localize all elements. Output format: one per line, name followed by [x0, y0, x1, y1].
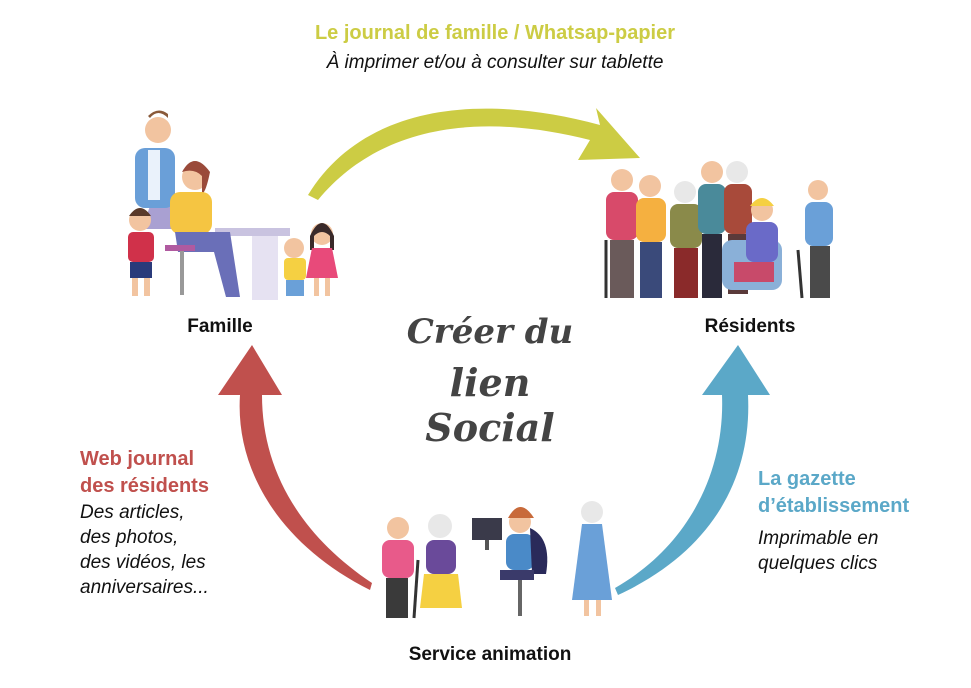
- node-service-label: Service animation: [408, 644, 572, 665]
- left-panel: Web journal des résidents Des articles, …: [80, 446, 260, 600]
- right-title-line1: La gazette: [758, 468, 856, 490]
- right-text-line: Imprimable en: [758, 528, 879, 549]
- node-famille-label: Famille: [187, 316, 253, 337]
- center-slogan-line2: lien Social: [425, 360, 555, 450]
- top-arrow-title: Le journal de famille / Whatsap-papier: [314, 22, 676, 44]
- arrow-service-to-famille: [218, 345, 372, 590]
- right-title-line2: d’établissement: [758, 495, 910, 517]
- left-text-line: Des articles,: [80, 502, 185, 523]
- node-residents-label: Résidents: [704, 316, 796, 337]
- left-text-line: des photos,: [80, 527, 179, 548]
- center-slogan-line1: Créer du: [406, 312, 574, 352]
- left-title-line2: des résidents: [80, 475, 209, 497]
- famille-illustration: [128, 110, 338, 300]
- left-text-line: anniversaires...: [80, 577, 209, 598]
- right-panel: La gazette d’établissement Imprimable en…: [758, 466, 958, 576]
- residents-illustration: [604, 161, 833, 299]
- right-text-line: quelques clics: [758, 553, 878, 574]
- left-text-line: des vidéos, les: [80, 552, 206, 573]
- top-arrow-subtitle: À imprimer et/ou à consulter sur tablett…: [326, 52, 664, 73]
- service-illustration: [382, 501, 612, 619]
- arrow-famille-to-residents: [308, 108, 640, 200]
- arrow-service-to-residents: [615, 345, 770, 595]
- left-title-line1: Web journal: [80, 448, 195, 470]
